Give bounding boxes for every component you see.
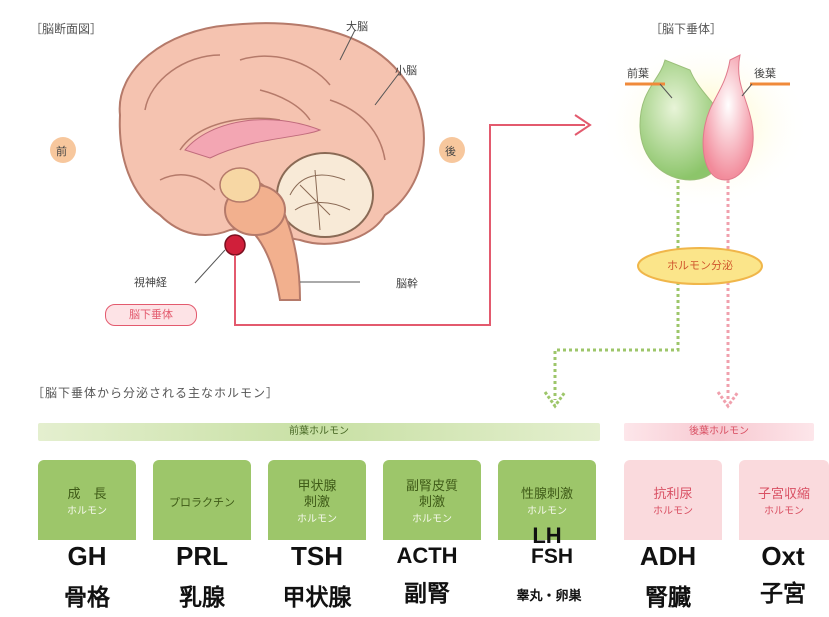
label-cerebrum: 大脳 [346, 18, 368, 34]
hormone-box-prl: プロラクチン [153, 460, 251, 546]
hormone-box-gh: 成 長 ホルモン [38, 460, 136, 546]
organ-thyroid: 甲状腺 [262, 578, 372, 612]
organ-adrenal: 副腎 [372, 574, 482, 608]
label-cerebellum: 小脳 [395, 62, 417, 78]
section-title: ［脳下垂体から分泌される主なホルモン］ [32, 384, 279, 401]
abbr-gh: GH [32, 541, 142, 572]
label-posterior-lobe: 後葉 [754, 65, 776, 81]
organ-skeleton: 骨格 [32, 578, 142, 612]
label-pituitary: 脳下垂体 [105, 304, 197, 326]
label-front: 前 [56, 143, 67, 159]
organ-kidney: 腎臓 [613, 578, 723, 612]
label-anterior-lobe: 前葉 [627, 65, 649, 81]
label-secretion: ホルモン分泌 [638, 257, 762, 273]
hormone-box-adh: 抗利尿 ホルモン [624, 460, 722, 546]
organ-uterus: 子宮 [728, 574, 829, 608]
organ-gonads: 睾丸・卵巣 [494, 585, 604, 604]
pituitary-title: ［脳下垂体］ [650, 20, 722, 37]
posterior-hormones-band: 後葉ホルモン [624, 423, 814, 441]
abbr-adh: ADH [613, 541, 723, 572]
abbr-fsh: FSH [497, 545, 607, 569]
abbr-acth: ACTH [372, 543, 482, 569]
organ-mammary: 乳腺 [147, 578, 257, 612]
label-brainstem: 脳幹 [396, 275, 418, 291]
anterior-hormones-band: 前葉ホルモン [38, 423, 600, 441]
label-back: 後 [445, 143, 456, 159]
abbr-oxt: Oxt [728, 541, 829, 572]
hormone-box-oxt: 子宮収縮 ホルモン [739, 460, 829, 546]
label-optic-nerve: 視神経 [134, 274, 167, 290]
abbr-tsh: TSH [262, 541, 372, 572]
hormone-box-tsh: 甲状腺 刺激 ホルモン [268, 460, 366, 546]
hormone-box-acth: 副腎皮質 刺激 ホルモン [383, 460, 481, 546]
abbr-prl: PRL [147, 541, 257, 572]
